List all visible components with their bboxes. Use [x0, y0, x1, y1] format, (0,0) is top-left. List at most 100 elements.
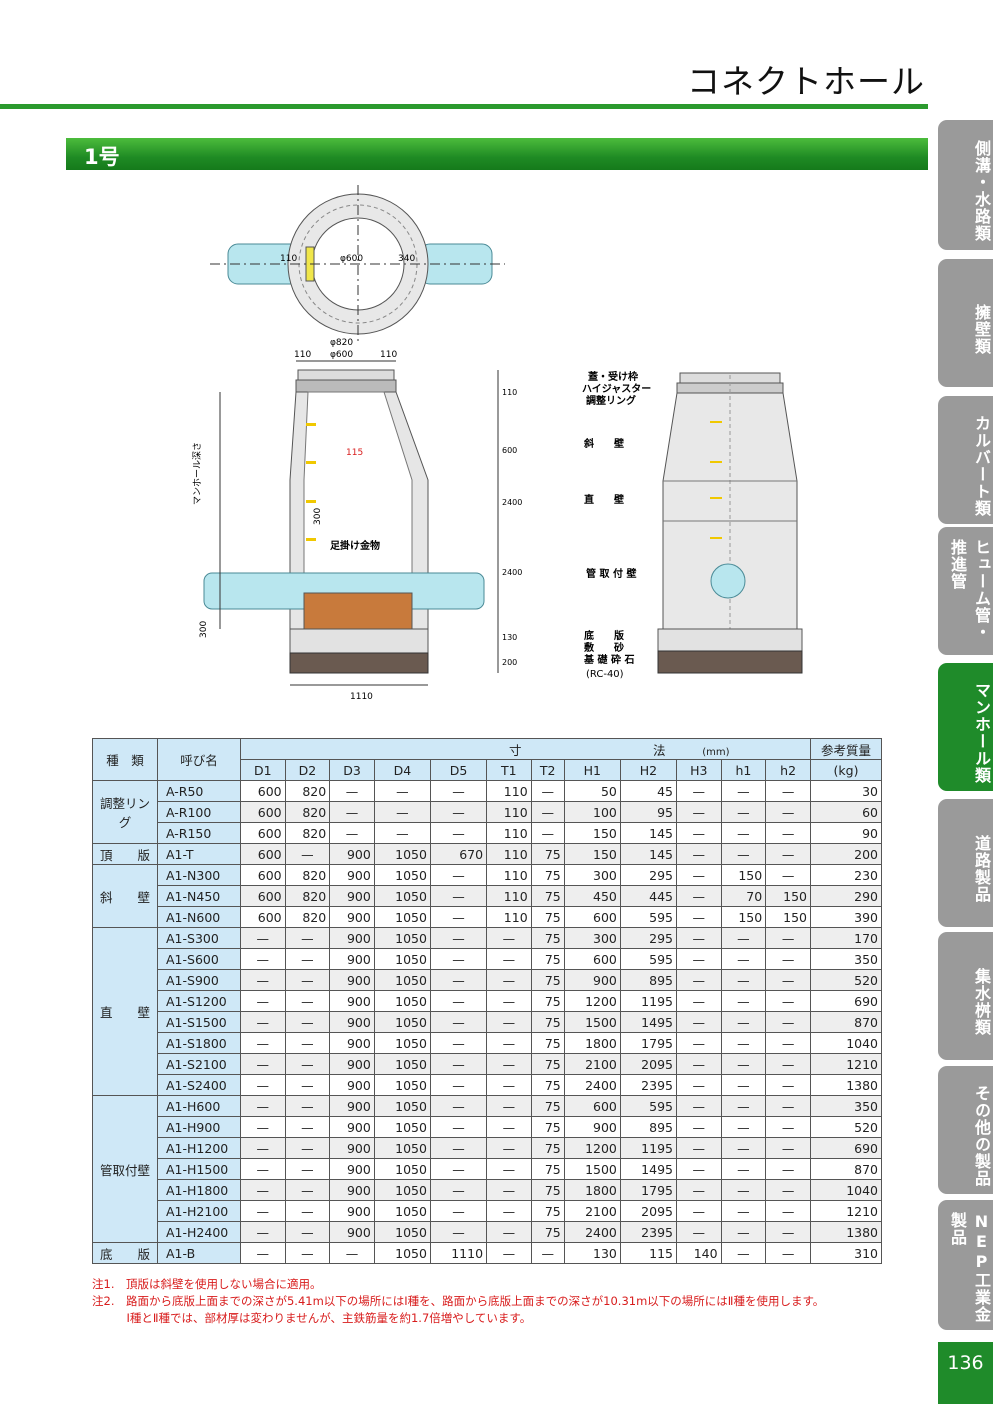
value-cell: 1495	[619, 1158, 677, 1180]
value-cell: 95	[619, 801, 677, 823]
value-cell: —	[765, 1011, 811, 1033]
value-cell: 820	[284, 780, 331, 802]
value-cell: —	[284, 1032, 331, 1054]
value-cell: —	[720, 948, 767, 970]
value-cell: 900	[329, 948, 375, 970]
sec-dim-inner: φ600	[330, 350, 353, 360]
name-cell: A1-H2100	[157, 1200, 241, 1222]
tab-catch-basins[interactable]: 集水桝類	[938, 932, 993, 1060]
value-cell: 110	[486, 906, 532, 928]
value-cell: —	[429, 948, 488, 970]
value-cell: 110	[486, 780, 532, 802]
value-cell: —	[765, 948, 811, 970]
label-pipe: 管 取 付 壁	[586, 567, 636, 580]
th-unit: (mm)	[702, 746, 730, 758]
weight-cell: 170	[810, 927, 882, 949]
th-name: 呼び名	[157, 738, 241, 781]
value-cell: —	[284, 948, 331, 970]
value-cell: 900	[329, 1179, 375, 1201]
value-cell: 75	[530, 969, 565, 991]
value-cell: —	[284, 1011, 331, 1033]
weight-cell: 870	[810, 1158, 882, 1180]
value-cell: —	[765, 864, 811, 886]
tab-hume-pipes[interactable]: ヒューム管・推進管	[938, 527, 993, 655]
value-cell: —	[429, 1221, 488, 1243]
value-cell: —	[765, 1074, 811, 1096]
value-cell: —	[675, 801, 722, 823]
value-cell: —	[720, 801, 767, 823]
name-cell: A1-S1800	[157, 1032, 241, 1054]
value-cell: —	[765, 801, 811, 823]
weight-cell: 1380	[810, 1074, 882, 1096]
name-cell: A1-S2100	[157, 1053, 241, 1075]
value-cell: —	[530, 801, 565, 823]
value-cell: —	[284, 1053, 331, 1075]
value-cell: —	[720, 1158, 767, 1180]
value-cell: —	[675, 1158, 722, 1180]
page-number: 136	[938, 1342, 993, 1404]
value-cell: —	[720, 1095, 767, 1117]
value-cell: 75	[530, 1158, 565, 1180]
value-cell: 1195	[619, 990, 677, 1012]
value-cell: 1795	[619, 1032, 677, 1054]
value-cell: —	[530, 1242, 565, 1264]
tab-nep-metal[interactable]: NEP工業金製品	[938, 1200, 993, 1330]
value-cell: 900	[329, 1053, 375, 1075]
value-cell: —	[720, 1200, 767, 1222]
value-cell: —	[284, 990, 331, 1012]
value-cell: —	[675, 864, 722, 886]
tab-manholes[interactable]: マンホール類	[938, 663, 993, 791]
value-cell: 150	[765, 906, 811, 928]
name-cell: A1-S2400	[157, 1074, 241, 1096]
label-lid: 蓋・受け枠	[588, 370, 638, 383]
value-cell: —	[765, 1158, 811, 1180]
value-cell: —	[284, 1095, 331, 1117]
value-cell: —	[429, 1074, 488, 1096]
value-cell: —	[329, 780, 375, 802]
value-cell: —	[429, 822, 488, 844]
value-cell: 75	[530, 843, 565, 865]
value-cell: 1050	[373, 864, 431, 886]
vdim-top: 110	[502, 388, 517, 397]
value-cell: —	[240, 1074, 286, 1096]
value-cell: 595	[619, 1095, 677, 1117]
value-cell: 900	[329, 1011, 375, 1033]
value-cell: 900	[329, 1137, 375, 1159]
value-cell: 1500	[563, 1158, 621, 1180]
tab-other-products[interactable]: その他の製品	[938, 1066, 993, 1194]
value-cell: 600	[240, 885, 286, 907]
value-cell: —	[765, 1032, 811, 1054]
value-cell: 900	[329, 1074, 375, 1096]
value-cell: 110	[486, 843, 532, 865]
value-cell: 45	[619, 780, 677, 802]
tab-culverts[interactable]: カルバート類	[938, 396, 993, 524]
value-cell: —	[765, 1242, 811, 1264]
value-cell: 75	[530, 1179, 565, 1201]
value-cell: —	[240, 990, 286, 1012]
value-cell: —	[429, 1137, 488, 1159]
value-cell: —	[675, 822, 722, 844]
tab-road-products[interactable]: 道路製品	[938, 799, 993, 927]
value-cell: —	[720, 1116, 767, 1138]
value-cell: 1050	[373, 948, 431, 970]
tab-gutters[interactable]: 側溝・水路類	[938, 120, 993, 250]
sec-dim-left: 110	[294, 350, 311, 360]
value-cell: —	[429, 927, 488, 949]
name-cell: A-R50	[157, 780, 241, 802]
value-cell: —	[720, 1053, 767, 1075]
value-cell: 670	[429, 843, 488, 865]
value-cell: 130	[563, 1242, 621, 1264]
value-cell: —	[284, 1242, 331, 1264]
tab-retaining-walls[interactable]: 擁壁類	[938, 259, 993, 387]
type-cell: 直 壁	[92, 927, 158, 1096]
type-cell: 底 版	[92, 1242, 158, 1264]
